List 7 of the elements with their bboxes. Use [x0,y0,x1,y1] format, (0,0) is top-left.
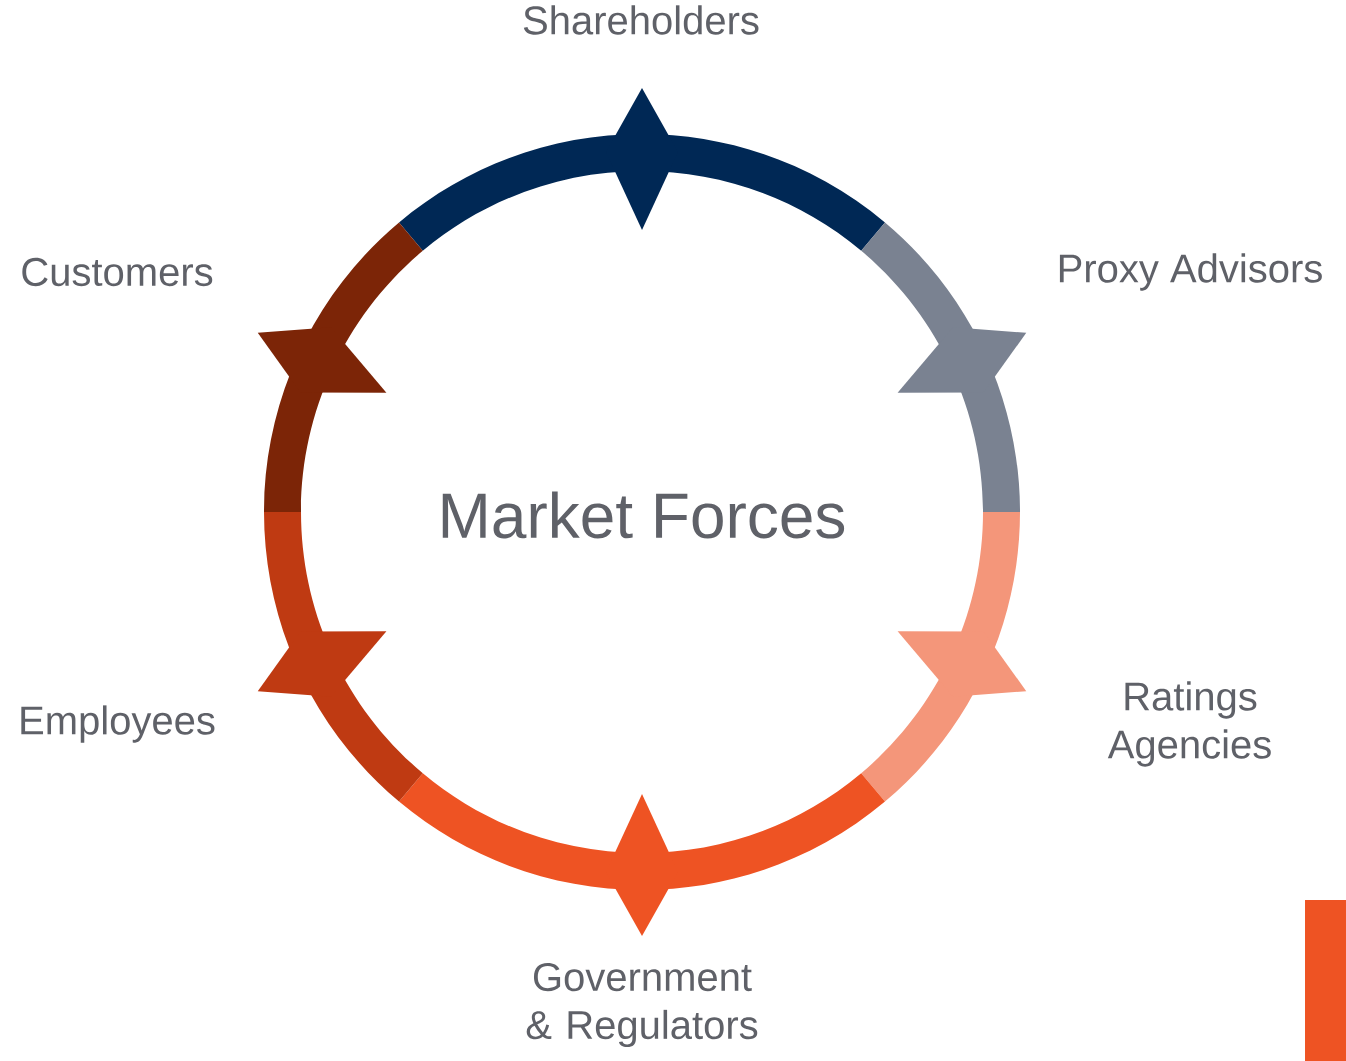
stakeholder-label: Government & Regulators [526,962,758,1048]
stakeholder-label: Ratings Agencies [1107,681,1271,767]
center-label: Market Forces [442,491,845,539]
stakeholder-label: Proxy Advisors [1059,253,1322,291]
stakeholder-label: Customers [22,257,213,287]
stakeholder-label: Shareholders [523,5,759,35]
stakeholder-label: Employees [21,705,215,743]
